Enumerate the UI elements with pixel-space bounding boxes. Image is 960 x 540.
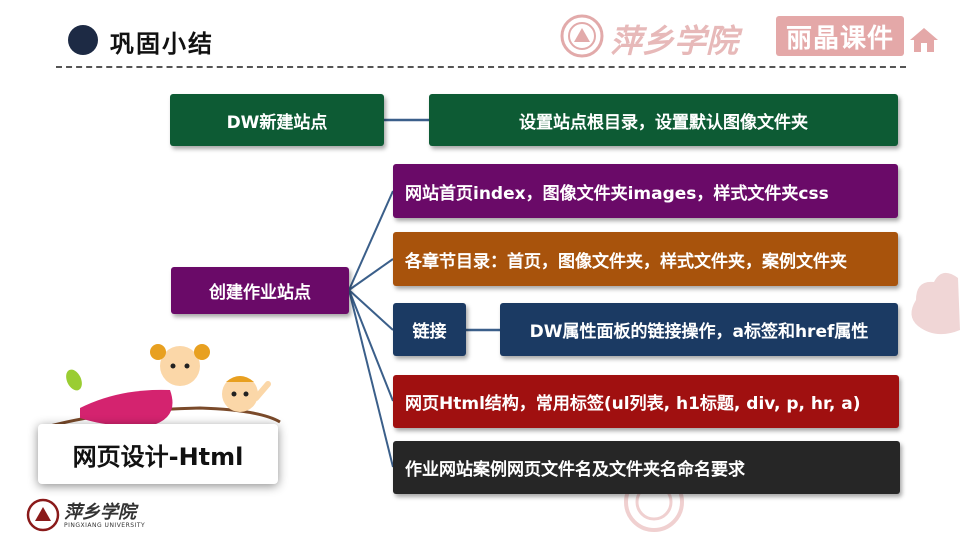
- site-settings-box: 设置站点根目录，设置默认图像文件夹: [429, 94, 898, 146]
- footer-school-name: 萍乡学院: [64, 498, 136, 524]
- branch-html-structure-box: 网页Html结构，常用标签(ul列表, h1标题, div, p, hr, a): [393, 375, 899, 428]
- footer-school-name-en: PINGXIANG UNIVERSITY: [64, 522, 145, 529]
- kids-illustration: [30, 338, 290, 438]
- school-logo-icon: [26, 498, 60, 532]
- branch-homepage-box: 网站首页index，图像文件夹images，样式文件夹css: [393, 164, 898, 218]
- link-detail-box: DW属性面板的链接操作，a标签和href属性: [500, 303, 898, 356]
- course-label-box: 网页设计-Html: [38, 424, 278, 484]
- branch-link-box: 链接: [393, 303, 466, 356]
- branch-naming-box: 作业网站案例网页文件名及文件夹名命名要求: [393, 441, 900, 494]
- new-site-box: DW新建站点: [170, 94, 384, 146]
- create-site-box: 创建作业站点: [171, 267, 349, 314]
- course-label: 网页设计-Html: [73, 437, 244, 472]
- branch-chapters-box: 各章节目录：首页，图像文件夹，样式文件夹，案例文件夹: [393, 232, 898, 286]
